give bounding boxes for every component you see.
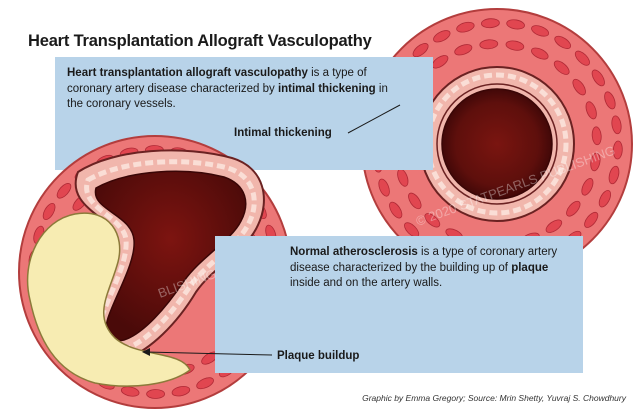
wall-cell — [389, 201, 403, 219]
wall-cell — [611, 115, 622, 135]
wall-cell — [554, 35, 572, 49]
graphic-credit: Graphic by Emma Gregory; Source: Mrin Sh… — [362, 393, 626, 403]
plaque-pointer-arrowhead — [142, 348, 150, 356]
bottom-text-2: inside and on the artery walls. — [290, 277, 443, 289]
plaque-pointer-line — [145, 351, 273, 356]
top-text-1: is a type of coronary artery disease cha… — [67, 67, 367, 95]
wall-cell — [590, 152, 601, 172]
wall-cell — [572, 78, 586, 96]
wall-cell — [433, 30, 451, 43]
vessel-lumen — [94, 170, 247, 342]
wall-cell — [553, 60, 570, 75]
wall-cell — [591, 126, 602, 146]
wall-cell — [412, 43, 429, 58]
wall-cell — [585, 101, 597, 120]
vessel-lumen — [441, 88, 553, 200]
wall-cell — [531, 47, 549, 60]
wall-cell — [612, 140, 623, 160]
plaque-deposit — [26, 212, 191, 387]
top-emphasis: intimal thickening — [277, 82, 376, 95]
top-term: Heart transplantation allograft vasculop… — [67, 67, 308, 79]
wall-cell — [574, 50, 590, 66]
bottom-text-1: is a type of coronary artery disease cha… — [290, 246, 558, 274]
wall-cell — [424, 213, 441, 228]
bottom-description: Normal atherosclerosis is a type of coro… — [290, 245, 580, 292]
wall-cell — [505, 40, 525, 51]
wall-cell — [545, 219, 563, 233]
wall-cell — [584, 211, 599, 228]
wall-cell — [146, 389, 165, 399]
intimal-thickening-label: Intimal thickening — [234, 127, 332, 139]
wall-cell — [42, 202, 56, 221]
wall-cell — [171, 386, 191, 397]
wall-cell — [566, 200, 581, 217]
wall-cell — [196, 377, 214, 390]
wall-cell — [591, 69, 605, 87]
wall-cell — [120, 386, 140, 397]
wall-cell — [454, 44, 473, 56]
bottom-text-box — [215, 236, 583, 373]
page-title: Heart Transplantation Allograft Vasculop… — [28, 32, 372, 50]
top-description: Heart transplantation allograft vasculop… — [67, 66, 407, 113]
wall-cell — [456, 21, 475, 33]
wall-cell — [608, 165, 620, 185]
wall-cell — [598, 190, 612, 208]
wall-cell — [481, 18, 500, 29]
bottom-emphasis: plaque — [511, 261, 549, 274]
wall-cell — [581, 178, 594, 196]
wall-cell — [604, 91, 616, 110]
wall-cell — [506, 19, 525, 30]
wall-cell — [378, 178, 390, 197]
wall-cell — [531, 25, 550, 37]
wall-cell — [56, 183, 72, 199]
wall-cell — [408, 192, 422, 210]
plaque-buildup-label: Plaque buildup — [277, 350, 360, 362]
top-text-2: in the coronary vessels. — [67, 82, 388, 111]
intimal-thickening-pointer — [347, 104, 401, 134]
bottom-term: Normal atherosclerosis — [290, 246, 418, 258]
wall-cell — [479, 39, 499, 50]
